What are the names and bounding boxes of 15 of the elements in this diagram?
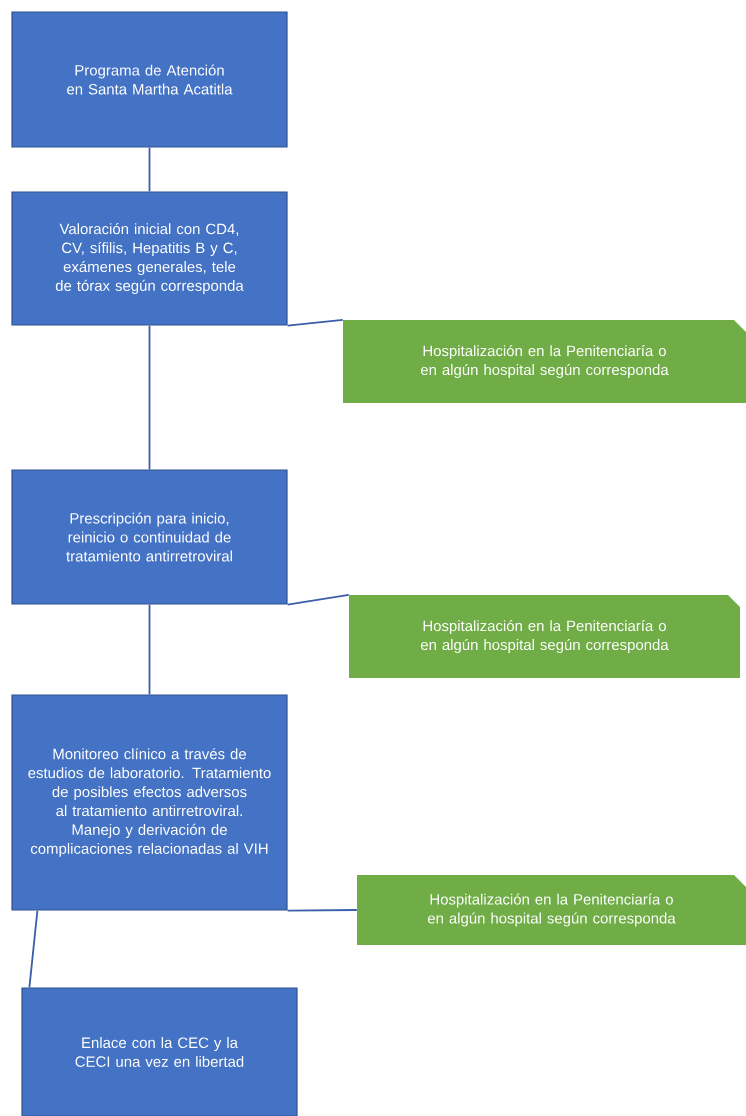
hospitalization-box: Hospitalización en la Penitenciaría o en algún hospital según corresponda [357, 875, 746, 945]
connector-line [148, 603, 151, 696]
connector-line [286, 909, 358, 912]
hospitalization-box: Hospitalización en la Penitenciaría o en algún hospital según corresponda [343, 320, 746, 403]
process-box: Valoración inicial con CD4, CV, sífilis, Hepatitis B y C, exámenes generales, tele de tórax según corresponda [11, 191, 288, 326]
connector-line [286, 593, 350, 606]
process-box: Programa de Atención en Santa Martha Acatitla [11, 11, 288, 148]
process-box: Prescripción para inicio, reinicio o continuidad de tratamiento antirretroviral [11, 469, 288, 605]
process-box: Enlace con la CEC y la CECI una vez en libertad [21, 987, 298, 1116]
process-box: Monitoreo clínico a través de estudios de laboratorio. Tratamiento de posibles efectos adversos al tratamiento antirretroviral. Manejo y derivación de complicaciones relacionadas al VIH [11, 694, 288, 911]
connector-line [28, 909, 39, 989]
connector-line [148, 324, 151, 471]
connector-line [286, 318, 344, 327]
hospitalization-box: Hospitalización en la Penitenciaría o en algún hospital según corresponda [349, 595, 740, 678]
connector-line [148, 146, 151, 193]
